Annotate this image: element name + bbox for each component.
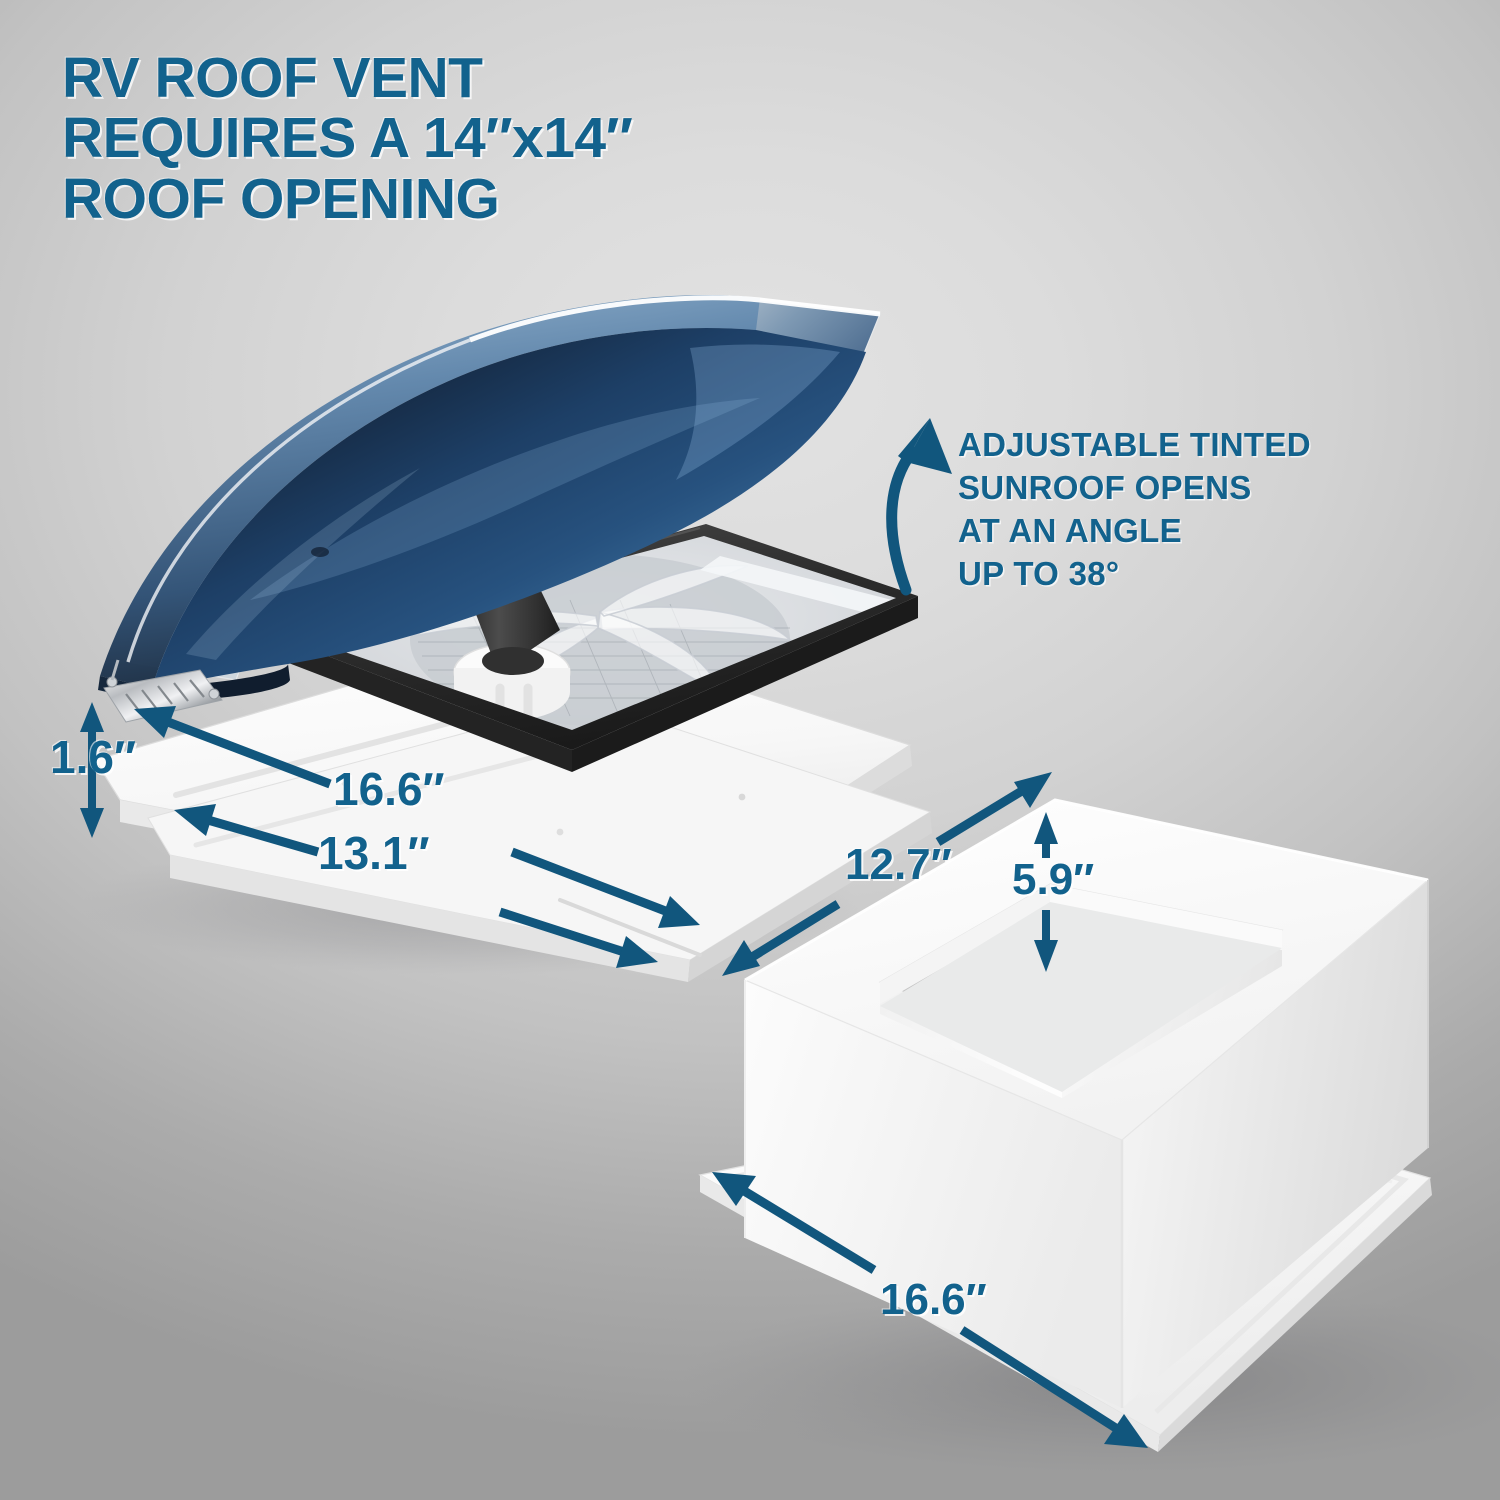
- fan-hub-collar: [453, 643, 571, 701]
- dome-highlight-2: [676, 344, 840, 480]
- mesh-screen: [410, 554, 790, 726]
- vent-screw-2: [556, 828, 564, 836]
- box-front-left-wall: [745, 980, 1122, 1408]
- gasket-front-left: [286, 640, 572, 772]
- vent-base-slot-3: [558, 898, 702, 957]
- vent-base-lower-front: [170, 855, 690, 982]
- flange-groove: [727, 1095, 1409, 1414]
- interior-rib-front: [560, 614, 900, 735]
- garnish-shadow: [680, 1284, 1500, 1476]
- hinge-pin-right: [208, 688, 220, 700]
- vent-base-lower-ring: [147, 699, 932, 961]
- lift-pivot: [485, 563, 503, 581]
- fan-hub-struts: [495, 683, 533, 731]
- lift-arm: [412, 574, 486, 606]
- box-interior-left: [880, 982, 1062, 1098]
- dome-bottom-edge: [150, 664, 290, 702]
- lift-pivot-bolt: [490, 568, 498, 576]
- black-gasket-frame: [286, 524, 918, 750]
- dimension-label-garnish-width: 16.6″: [880, 1275, 987, 1324]
- dome-outer-shell: [127, 297, 881, 681]
- dimension-arrows: [80, 702, 1148, 1448]
- sunroof-callout-text: ADJUSTABLE TINTED SUNROOF OPENS AT AN AN…: [958, 426, 1311, 592]
- vent-fan-well: [300, 530, 905, 735]
- vent-screw-3: [738, 793, 746, 801]
- hinge-plate: [103, 669, 223, 723]
- lift-arm-bolt: [406, 593, 422, 609]
- vent-shadow: [80, 835, 860, 975]
- dome-highlight-3: [186, 468, 420, 660]
- hinge-knuckles: [125, 679, 205, 713]
- gasket-front-right: [572, 596, 918, 772]
- dome-rim-band: [100, 295, 760, 688]
- dimension-label-vent-height: 1.6″: [50, 731, 136, 783]
- hinge-link: [110, 659, 120, 681]
- fan-blades: [413, 564, 793, 696]
- dimension-label-vent-inner-width: 13.1″: [318, 827, 430, 879]
- vent-base-right-edge: [663, 745, 912, 925]
- vent-interior-detail: [310, 554, 900, 735]
- dome-tinted-face: [152, 327, 866, 688]
- hinge-pin-left: [106, 676, 118, 688]
- lift-tube-bottom: [482, 647, 544, 675]
- dome-highlight-1: [250, 398, 760, 600]
- lift-tube: [466, 556, 560, 672]
- flange-groove-inner: [741, 1104, 1393, 1184]
- dome-bottom-lip: [98, 676, 152, 702]
- rv-roof-vent-unit: [94, 295, 932, 982]
- dome-nub: [311, 547, 329, 557]
- box-front-right-wall: [1122, 880, 1428, 1408]
- dimension-label-garnish-depth: 12.7″: [845, 840, 952, 889]
- tinted-dome-lid[interactable]: [98, 295, 881, 702]
- arrow-vent-outer-width: [134, 706, 700, 928]
- mesh-screen-weave: [415, 599, 790, 719]
- lift-tube-top: [466, 559, 524, 585]
- dimension-label-vent-outer-width: 16.6″: [333, 763, 445, 815]
- interior-rib-left: [310, 590, 500, 650]
- box-opening-floor: [880, 902, 1282, 1092]
- gasket-highlight: [299, 526, 701, 638]
- dome-top-ridge: [469, 295, 881, 343]
- dome-left-ridge: [126, 338, 471, 663]
- interior-rib-right: [700, 556, 900, 616]
- flange-skirt-top: [698, 1087, 1432, 1436]
- hinge-bracket[interactable]: [103, 659, 223, 723]
- flange-skirt-right-edge: [1158, 1178, 1432, 1452]
- fan-hub-collar-wall: [454, 668, 570, 720]
- box-interior-right: [1062, 930, 1282, 1098]
- lift-spring: [390, 598, 410, 641]
- vent-base-top-flange: [94, 627, 912, 906]
- curved-up-arrow-icon: [886, 418, 952, 596]
- page-headline: RV ROOF VENT REQUIRES A 14″x14″ ROOF OPE…: [62, 46, 633, 231]
- vent-base-lower-right: [688, 812, 932, 982]
- dimension-label-garnish-height: 5.9″: [1012, 855, 1095, 904]
